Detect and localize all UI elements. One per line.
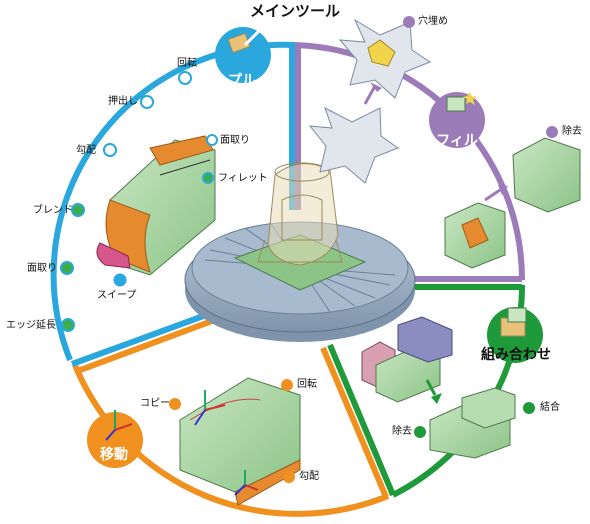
combine-divider-diagonal xyxy=(327,343,396,497)
combine-dots xyxy=(414,402,535,438)
main-title: メインツール xyxy=(249,2,340,20)
pull-demo-part xyxy=(96,135,216,276)
move-divider-diagonal xyxy=(320,346,389,499)
pull-inner-fillet[interactable]: フィレット xyxy=(218,173,268,184)
move-badge[interactable] xyxy=(87,410,143,468)
pull-label: プル xyxy=(228,73,256,89)
combine-demo-parts xyxy=(361,316,516,459)
fill-tool-patch[interactable]: 穴埋め xyxy=(418,16,448,27)
combine-label: 組み合わせ xyxy=(481,347,551,363)
combine-badge[interactable] xyxy=(487,307,543,363)
pull-inner-chamfer[interactable]: 面取り xyxy=(220,135,250,146)
pull-inner-sweep[interactable]: スイープ xyxy=(97,290,137,301)
pull-arrow-icon xyxy=(243,23,267,47)
fill-star-icon xyxy=(463,92,477,105)
fill-cube-icon xyxy=(446,96,466,112)
pull-tool-blend[interactable]: ブレンド xyxy=(33,205,73,216)
pull-badge[interactable] xyxy=(215,21,271,83)
move-divider-left xyxy=(73,315,222,375)
pull-tool-draft[interactable]: 勾配 xyxy=(76,145,96,156)
move-tool-rotate[interactable]: 回転 xyxy=(297,379,317,390)
move-tool-draft[interactable]: 勾配 xyxy=(299,471,319,482)
move-tool-copy[interactable]: コピー xyxy=(140,398,170,409)
move-label: 移動 xyxy=(100,447,128,463)
move-demo-part xyxy=(179,377,301,506)
pull-tool-chamfer[interactable]: 面取り xyxy=(27,263,57,274)
fill-badge[interactable] xyxy=(429,92,485,148)
pull-tool-extend-edge[interactable]: エッジ延長 xyxy=(6,320,56,331)
pull-tool-revolve[interactable]: 回転 xyxy=(177,58,197,69)
move-arc xyxy=(72,363,390,517)
fill-dots xyxy=(403,16,558,138)
central-wireframe-part xyxy=(257,162,343,266)
combine-tool-remove[interactable]: 除去 xyxy=(392,426,412,437)
pull-divider-left xyxy=(70,308,219,367)
combine-tool-merge[interactable]: 結合 xyxy=(540,402,560,413)
fill-tool-remove[interactable]: 除去 xyxy=(562,126,582,137)
move-axes-icon xyxy=(105,410,133,441)
pull-tool-extrude[interactable]: 押出し xyxy=(108,96,138,107)
fill-label: フィル xyxy=(436,133,478,149)
pull-tool-icons xyxy=(60,71,218,332)
move-dots xyxy=(169,379,295,483)
fill-demo-parts xyxy=(308,18,581,269)
